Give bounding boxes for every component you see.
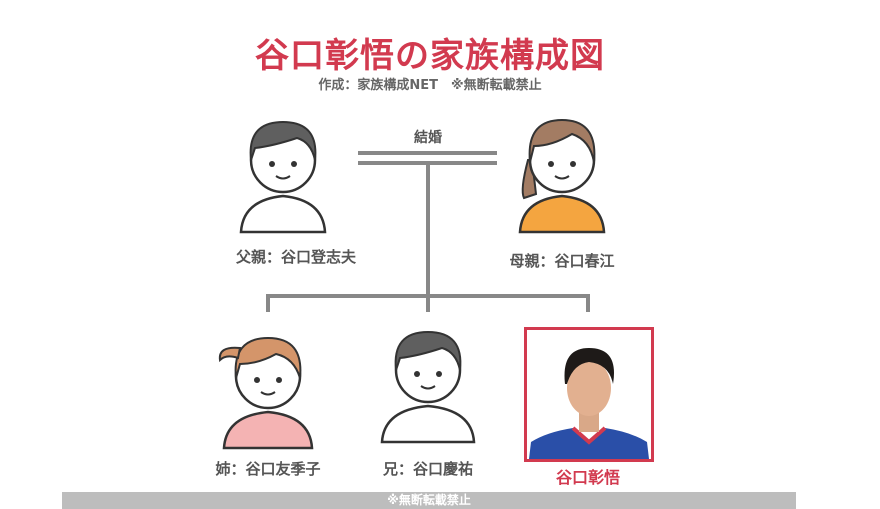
sister-label: 姉：谷口友季子 [215,460,321,478]
brother-avatar-icon [380,330,476,444]
marriage-label: 結婚 [414,130,442,146]
marriage-line-top [358,151,497,155]
father-avatar-icon [239,120,327,234]
subject-label: 谷口彰悟 [555,468,620,487]
parent-child-line [426,163,430,297]
drop-subject [586,294,590,312]
page-title: 谷口彰悟の家族構成図 [255,36,605,76]
sister-avatar-icon [218,336,314,450]
brother-label: 兄：谷口慶祐 [382,460,473,478]
father-label: 父親：谷口登志夫 [235,248,356,266]
mother-label: 母親：谷口春江 [509,252,615,270]
mother-avatar-icon [518,118,606,234]
drop-sister [266,294,270,312]
drop-brother [426,294,430,312]
subject-photo [524,327,654,462]
player-portrait-icon [527,330,651,459]
subtitle: 作成：家族構成NET ※無断転載禁止 [318,78,542,93]
footer-bar: ※無断転載禁止 [62,492,796,509]
